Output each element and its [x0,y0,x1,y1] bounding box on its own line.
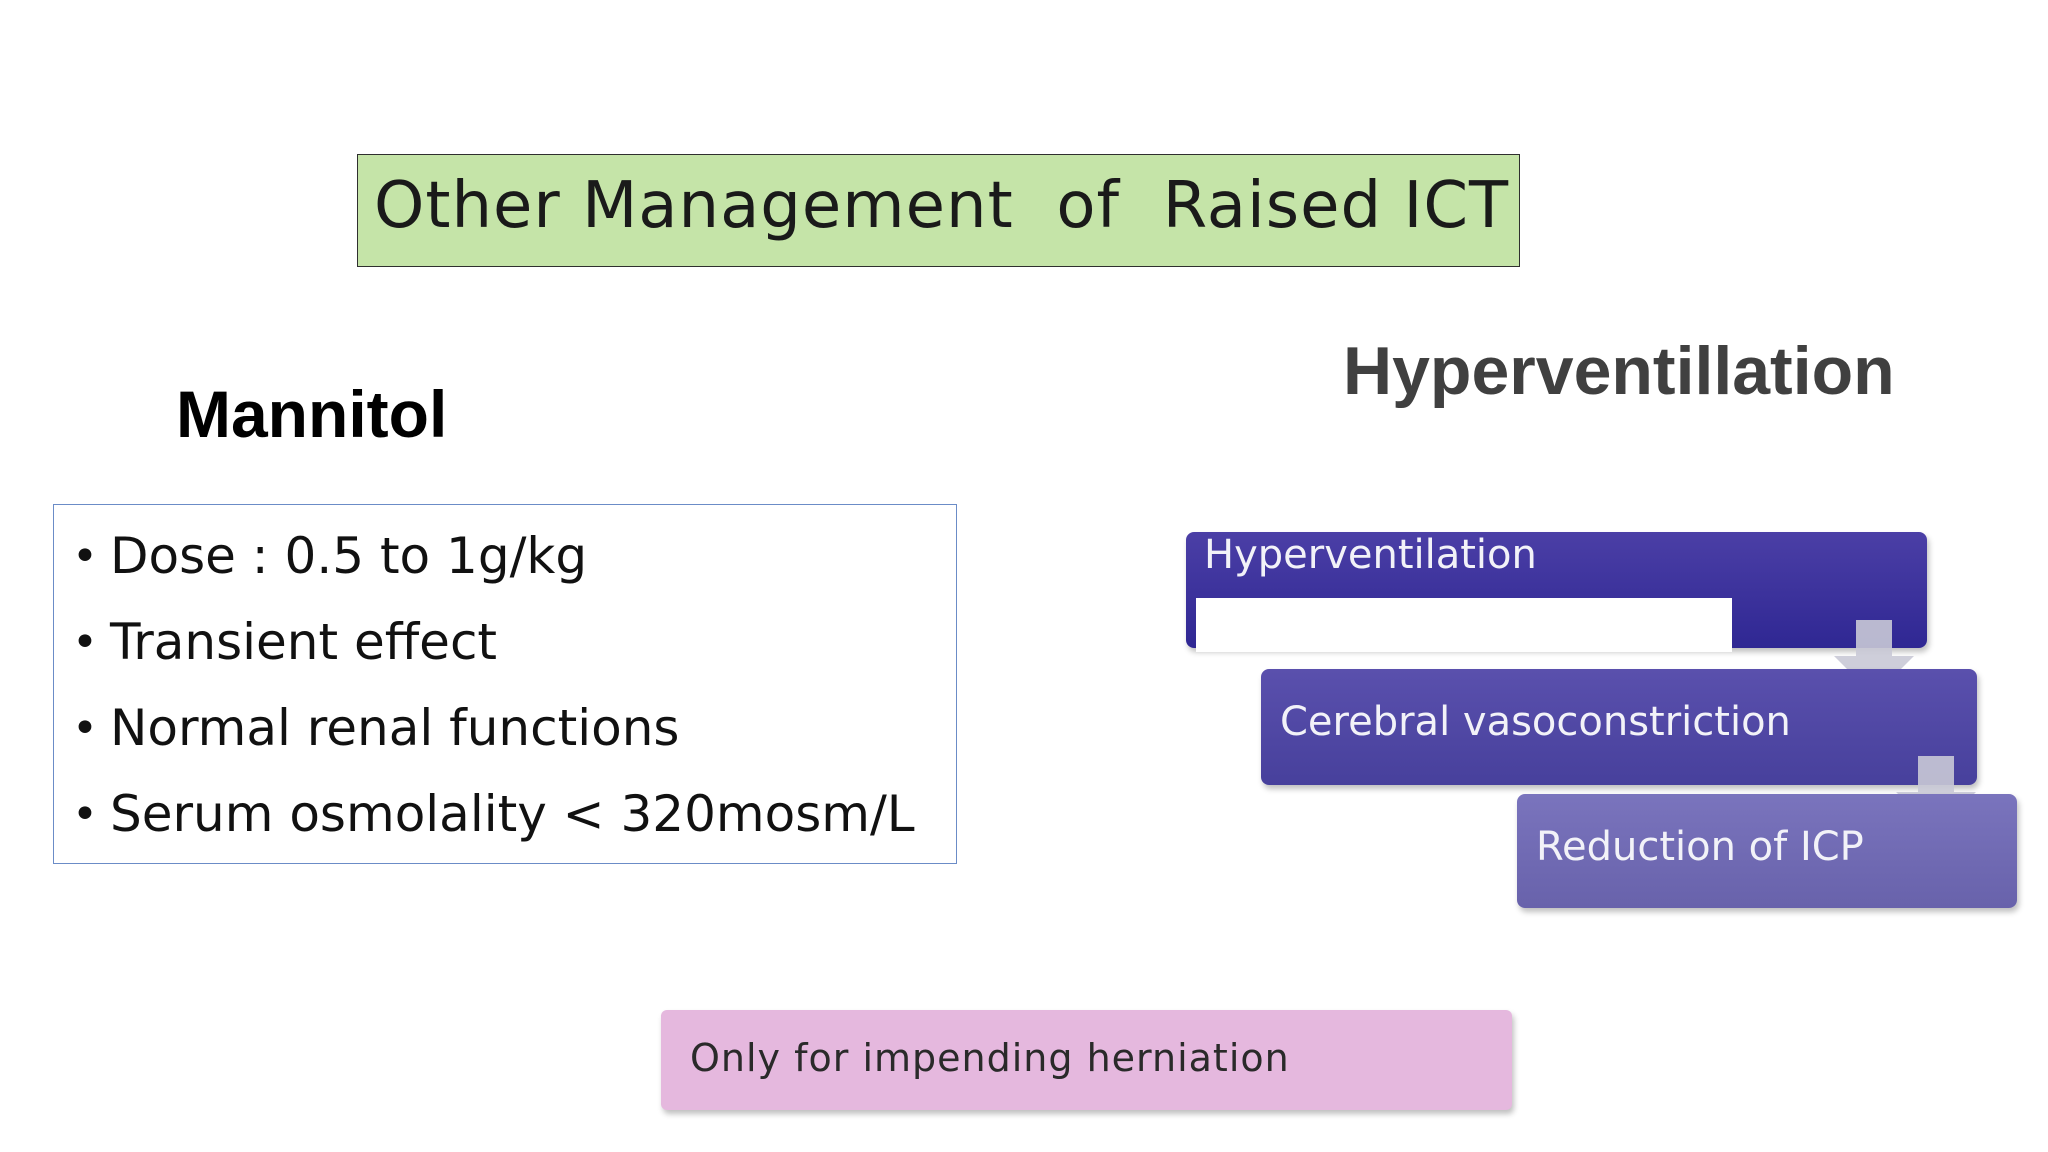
flow-step-icp-reduction: Reduction of ICP [1517,794,2017,908]
bullet-marker: • [72,788,98,840]
flow-step-label: Reduction of ICP [1536,824,1864,870]
flow-step-label: Cerebral vasoconstriction [1280,699,1791,745]
slide-title: Other Management of Raised ICT [374,169,1510,243]
bullet-marker: • [72,530,98,582]
mannitol-bullet-box: • Dose : 0.5 to 1g/kg • Transient effect… [53,504,957,864]
herniation-note: Only for impending herniation [690,1036,1290,1080]
bullet-marker: • [72,702,98,754]
bullet-text-dose: Dose : 0.5 to 1g/kg [110,527,588,585]
list-item: • Transient effect [72,599,915,685]
flow-step-vasoconstriction: Cerebral vasoconstriction [1261,669,1977,785]
flow-step-hyperventilation: Hyperventilation [1186,532,1927,652]
bullet-marker: • [72,616,98,668]
hyperventillation-heading: Hyperventillation [1343,333,1895,409]
herniation-note-box: Only for impending herniation [661,1010,1512,1110]
bullet-text-renal: Normal renal functions [110,699,680,757]
list-item: • Dose : 0.5 to 1g/kg [72,513,915,599]
mannitol-bullet-list: • Dose : 0.5 to 1g/kg • Transient effect… [72,513,915,857]
list-item: • Serum osmolality < 320mosm/L [72,771,915,857]
bullet-text-osmolality: Serum osmolality < 320mosm/L [110,785,915,843]
bullet-text-transient: Transient effect [110,613,498,671]
title-box: Other Management of Raised ICT [357,154,1520,267]
list-item: • Normal renal functions [72,685,915,771]
mannitol-heading: Mannitol [176,377,448,451]
flow-step-label: Hyperventilation [1204,532,1537,578]
down-arrow-icon [1834,620,1914,696]
flow-step-gap [1196,598,1732,652]
